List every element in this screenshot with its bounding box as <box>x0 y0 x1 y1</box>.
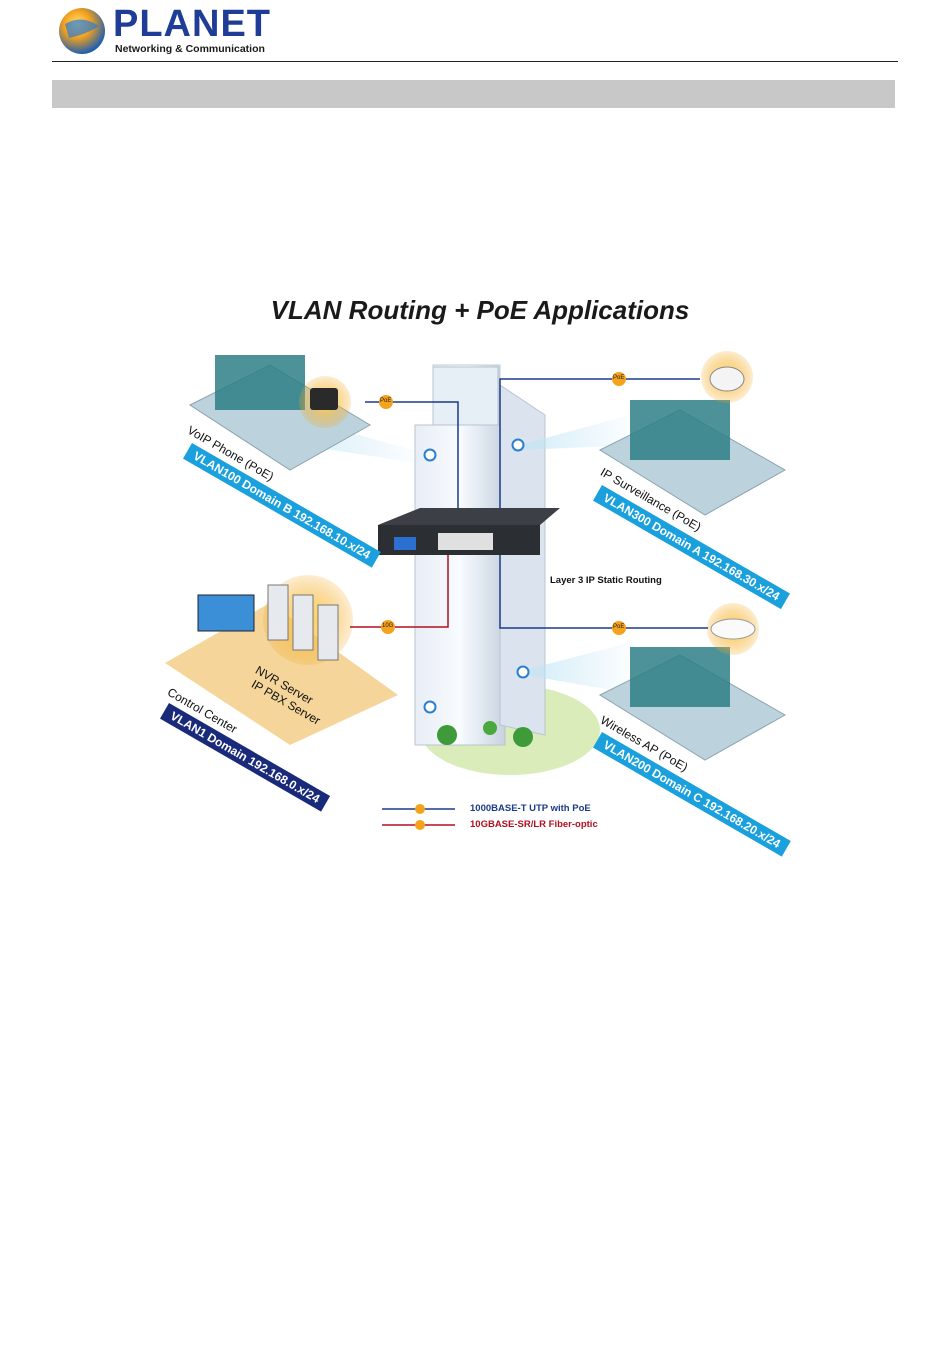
poe-badge-voip <box>379 395 393 409</box>
tower-right <box>499 384 546 736</box>
server-rack-3 <box>317 604 339 661</box>
port-marker-1 <box>423 448 437 462</box>
legend-utp-text: 1000BASE-T UTP with PoE <box>470 803 591 814</box>
tree-2 <box>513 727 533 747</box>
beam-right <box>520 415 640 450</box>
tower-front <box>414 424 506 746</box>
legend-utp-badge <box>415 804 425 814</box>
planet-logo: PLANET Networking & Communication <box>57 4 270 58</box>
port-marker-2 <box>511 438 525 452</box>
ceiling-ap-icon <box>710 618 756 640</box>
ip-phone-icon <box>310 388 338 410</box>
tower-roof <box>432 366 499 426</box>
port-marker-3 <box>516 665 530 679</box>
server-rack-1 <box>267 584 289 641</box>
poe-badge-camera <box>612 372 626 386</box>
legend-fiber-text: 10GBASE-SR/LR Fiber-optic <box>470 819 598 830</box>
wireless-desks <box>630 647 730 707</box>
utp-line-ap <box>499 555 708 629</box>
surveillance-desks <box>630 400 730 460</box>
tenG-badge-text: 10G <box>382 623 394 629</box>
beam-bottom <box>525 640 640 695</box>
poe-badge-ap <box>612 621 626 635</box>
section-heading-bar <box>52 80 895 108</box>
server-rack-2 <box>292 594 314 651</box>
utp-line-camera <box>499 378 700 515</box>
diagram-artwork <box>165 351 787 830</box>
brand-tagline: Networking & Communication <box>115 43 265 55</box>
tenG-badge <box>381 620 395 634</box>
utp-line-voip <box>365 401 459 515</box>
switch-ports <box>438 533 493 550</box>
switch-label: Layer 3 IP Static Routing <box>550 575 662 586</box>
switch-panel <box>394 537 416 550</box>
header-divider <box>52 61 898 62</box>
switch-top <box>378 508 560 525</box>
brand-name: PLANET <box>113 3 271 45</box>
vlan-routing-diagram: VLAN Routing + PoE Applications <box>160 285 800 857</box>
poe-badge-camera-text: PoE <box>613 375 625 381</box>
figure-title: VLAN Routing + PoE Applications <box>270 295 690 325</box>
tree-3 <box>483 721 497 735</box>
globe-icon <box>59 8 105 54</box>
control-monitors <box>197 594 255 632</box>
tree-1 <box>437 725 457 745</box>
poe-badge-voip-text: PoE <box>380 398 392 404</box>
legend-fiber-badge <box>415 820 425 830</box>
dome-camera-icon <box>709 366 745 392</box>
poe-badge-ap-text: PoE <box>613 624 625 630</box>
voip-desks <box>215 355 305 410</box>
control-center-floor <box>165 603 398 745</box>
port-marker-4 <box>423 700 437 714</box>
